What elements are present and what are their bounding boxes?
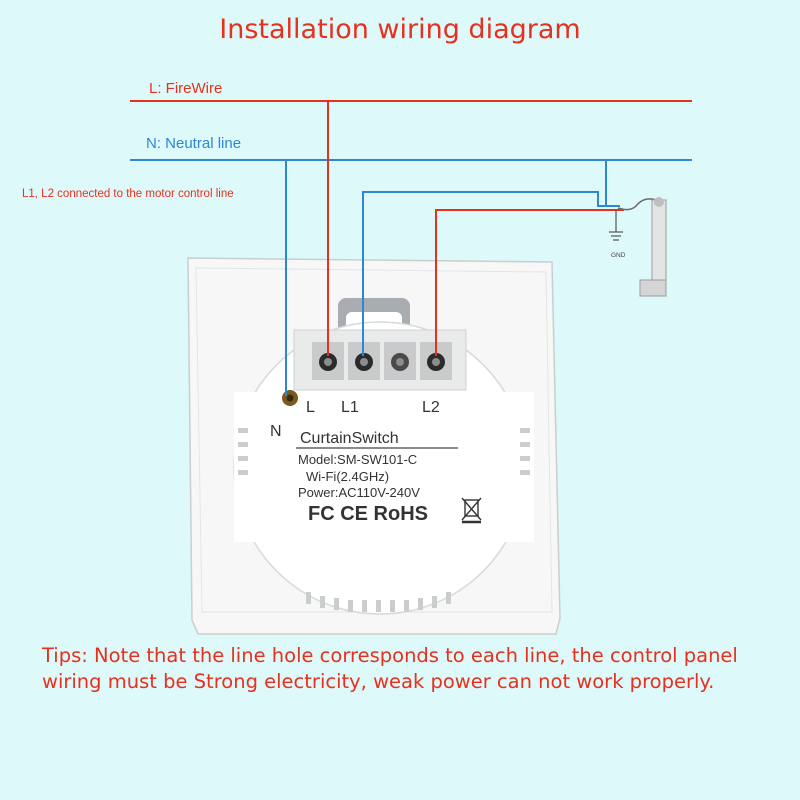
ground-icon (609, 210, 623, 241)
certification-marks: FC CE RoHS (308, 503, 428, 525)
fire-wire-label: L: FireWire (149, 80, 223, 97)
terminal-label-n: N (270, 423, 282, 440)
terminal-label-l: L (306, 399, 315, 416)
wire-l2-motor (435, 209, 624, 356)
device-name: CurtainSwitch (300, 430, 399, 447)
gnd-label: GND (611, 252, 626, 259)
terminal-label-l2: L2 (422, 399, 440, 416)
neutral-line-label: N: Neutral line (146, 135, 242, 152)
switch-panel (187, 257, 561, 635)
tips-text: Tips: Note that the line hole correspond… (42, 644, 738, 693)
motor-control-label: L1, L2 connected to the motor control li… (22, 188, 234, 200)
curtain-motor-icon (617, 197, 667, 297)
weee-bin-icon (461, 497, 482, 524)
device-wifi: Wi-Fi(2.4GHz) (306, 469, 389, 484)
device-model: Model:SM-SW101-C (298, 452, 417, 467)
terminal-label-l1: L1 (341, 399, 359, 416)
diagram-title: Installation wiring diagram (219, 14, 581, 45)
device-power: Power:AC110V-240V (298, 485, 420, 500)
